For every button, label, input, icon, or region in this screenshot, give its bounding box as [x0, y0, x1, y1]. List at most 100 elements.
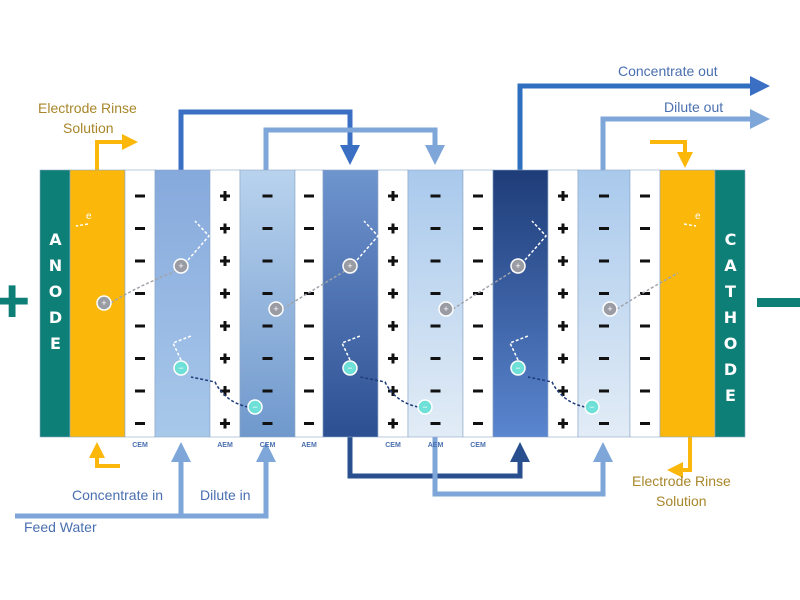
minus-charge [640, 194, 650, 198]
minus-charge [262, 194, 273, 198]
pipe-rinse-in-bottom [89, 442, 120, 468]
cation [438, 301, 454, 317]
electron-label: e [86, 211, 92, 222]
plus-charge [391, 288, 395, 299]
anion-sign: − [178, 363, 183, 373]
concentrate-compartment [492, 169, 549, 438]
minus-charge [135, 324, 145, 328]
plus-charge [391, 223, 395, 234]
minus-charge [304, 357, 314, 360]
plus-charge [561, 353, 565, 364]
cation-sign: + [347, 261, 352, 271]
minus-charge [304, 259, 314, 263]
cation-exit-path [356, 220, 380, 261]
minus-charge [135, 227, 145, 230]
dilute-compartment [239, 169, 296, 438]
cation-sign: + [178, 261, 183, 271]
minus-charge [599, 389, 609, 393]
cation [602, 301, 618, 317]
minus-charge [640, 292, 650, 295]
anion-sign: − [347, 363, 352, 373]
electron-path [75, 223, 89, 227]
anion [342, 360, 358, 376]
feed-water-label: Feed Water [24, 519, 97, 535]
cation [510, 258, 526, 274]
minus-charge [430, 324, 441, 328]
cation-sign: + [101, 298, 106, 308]
minus-charge [430, 357, 441, 360]
plus-charge [223, 418, 227, 429]
minus-charge [640, 422, 650, 425]
anion-sign: − [589, 402, 594, 412]
anion-sign: − [515, 363, 520, 373]
minus-charge [473, 422, 483, 425]
anion [584, 399, 600, 415]
aem [209, 169, 241, 438]
plus-charge [223, 321, 227, 331]
minus-charge [304, 194, 314, 198]
plus-charge [561, 418, 565, 429]
cation-path [616, 272, 679, 310]
minus-charge [599, 324, 609, 328]
plus-charge [391, 191, 395, 201]
cation-path [452, 270, 514, 310]
anode-label: ANODE [46, 230, 65, 360]
cation-path [110, 270, 177, 304]
rinse-label-top-1: Electrode Rinse [38, 100, 137, 116]
minus-charge [599, 292, 609, 295]
minus-charge [473, 259, 483, 263]
pipe-dilute-out [600, 109, 770, 170]
minus-charge [599, 422, 609, 425]
cathode-electrode [714, 169, 746, 438]
minus-charge [599, 357, 609, 360]
pipe-feed-water [15, 442, 276, 519]
concentrate-compartment [322, 169, 379, 438]
plus-charge [391, 321, 395, 331]
pipe-rinse-in-top [650, 140, 693, 168]
minus-charge [640, 227, 650, 230]
plus-charge [223, 353, 227, 364]
membrane-label: CEM [385, 442, 401, 449]
membrane-label: AEM [301, 442, 317, 449]
minus-charge [135, 194, 145, 198]
cation-sign: + [273, 304, 278, 314]
plus-charge [223, 288, 227, 299]
anion-sign: − [422, 402, 427, 412]
minus-charge [135, 292, 145, 295]
plus-charge [391, 386, 395, 396]
minus-charge [640, 259, 650, 263]
plus-charge [223, 223, 227, 234]
electron-label: e [695, 211, 701, 222]
pipe-dilute-bottom [432, 437, 613, 497]
minus-charge [304, 389, 314, 393]
plus-charge [223, 256, 227, 266]
minus-charge [473, 194, 483, 198]
minus-charge [430, 422, 441, 425]
aem [377, 169, 409, 438]
anion [173, 360, 189, 376]
cation-sign: + [607, 304, 612, 314]
minus-charge [304, 422, 314, 425]
pipe-rinse-out-top [95, 134, 138, 170]
pipe-rinse-out-bottom [667, 437, 692, 478]
rinse-label-top-2: Solution [63, 120, 114, 136]
anion [247, 399, 263, 415]
aem [547, 169, 579, 438]
minus-charge [262, 357, 273, 360]
plus-charge [561, 191, 565, 201]
anion-path [527, 376, 586, 408]
anion-exit-path [340, 335, 361, 361]
plus-charge [561, 321, 565, 331]
minus-charge [430, 292, 441, 295]
anion-exit-path [508, 335, 529, 361]
membrane-label: CEM [470, 442, 486, 449]
minus-charge [262, 389, 273, 393]
minus-charge [599, 227, 609, 230]
cem [462, 169, 494, 438]
dilute-compartment [407, 169, 464, 438]
plus-charge [561, 288, 565, 299]
plus-charge [561, 386, 565, 396]
plus-charge [223, 191, 227, 201]
minus-charge [640, 389, 650, 393]
